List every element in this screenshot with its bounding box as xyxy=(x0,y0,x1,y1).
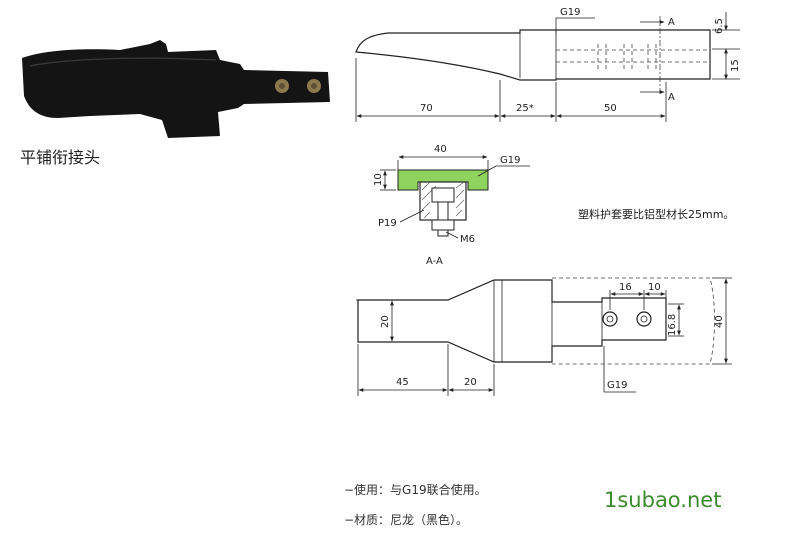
spec-usage: −使用：与G19联合使用。 xyxy=(344,482,487,497)
bottom-profile-label: G19 xyxy=(607,380,627,391)
spec-material: −材质：尼龙（黑色）。 xyxy=(344,513,468,527)
product-caption: 平铺衔接头 xyxy=(20,148,100,167)
dim-spacing-a: 16 xyxy=(619,282,632,293)
bolt-shank xyxy=(437,201,449,237)
top-view-hidden-holes xyxy=(597,44,657,70)
bolt-hole-right xyxy=(636,311,652,327)
section-caption: A-A xyxy=(426,256,443,267)
section-m6-leader xyxy=(445,231,459,239)
bolt-hole-left xyxy=(602,311,618,327)
top-view-outline xyxy=(355,29,711,81)
section-marker-bottom: A xyxy=(668,92,675,103)
section-part-label: P19 xyxy=(378,218,397,229)
dim-section-width: 40 xyxy=(434,144,447,155)
dim-height-a: 6.5 xyxy=(714,18,725,34)
section-bolt-label: M6 xyxy=(460,234,475,245)
dim-length-c: 50 xyxy=(604,103,617,114)
bolt-nut xyxy=(431,219,455,231)
dim-height-b: 15 xyxy=(730,59,741,72)
section-view: 40 10 G19 P19 M6 A-A xyxy=(373,144,530,267)
screw-slot-right xyxy=(311,83,317,89)
dim-length-a: 70 xyxy=(420,103,433,114)
bottom-view: 16 10 16.8 40 20 45 20 G19 xyxy=(356,277,732,396)
section-g19-leader xyxy=(477,165,497,177)
dim-width-left: 20 xyxy=(380,315,391,328)
joint-edge-highlight xyxy=(29,57,217,67)
dim-bottom-length-b: 20 xyxy=(464,377,477,388)
dim-length-b: 25* xyxy=(516,103,534,114)
screw-slot-left xyxy=(279,83,285,89)
product-photo xyxy=(22,40,330,138)
top-view-profile-label: G19 xyxy=(560,7,580,18)
dim-section-height: 10 xyxy=(373,173,384,186)
dim-spacing-b: 10 xyxy=(648,282,661,293)
dim-total-width: 40 xyxy=(714,315,725,328)
dim-slot-height: 16.8 xyxy=(667,314,678,336)
profile-envelope xyxy=(552,277,715,365)
watermark: 1subao.net xyxy=(604,488,721,512)
plastic-cover xyxy=(397,169,489,191)
dim-bottom-length-a: 45 xyxy=(396,377,409,388)
inner-nut xyxy=(431,187,455,203)
cover-length-note: 塑料护套要比铝型材长25mm。 xyxy=(578,207,734,221)
section-profile-label: G19 xyxy=(500,155,520,166)
top-view: A A G19 6.5 15 70 25* 50 xyxy=(355,7,741,122)
profile-hatch xyxy=(421,181,465,219)
section-p19-leader xyxy=(399,209,425,223)
section-marker-top: A xyxy=(668,17,675,28)
bottom-view-outline xyxy=(357,279,667,363)
joint-body xyxy=(22,40,330,138)
